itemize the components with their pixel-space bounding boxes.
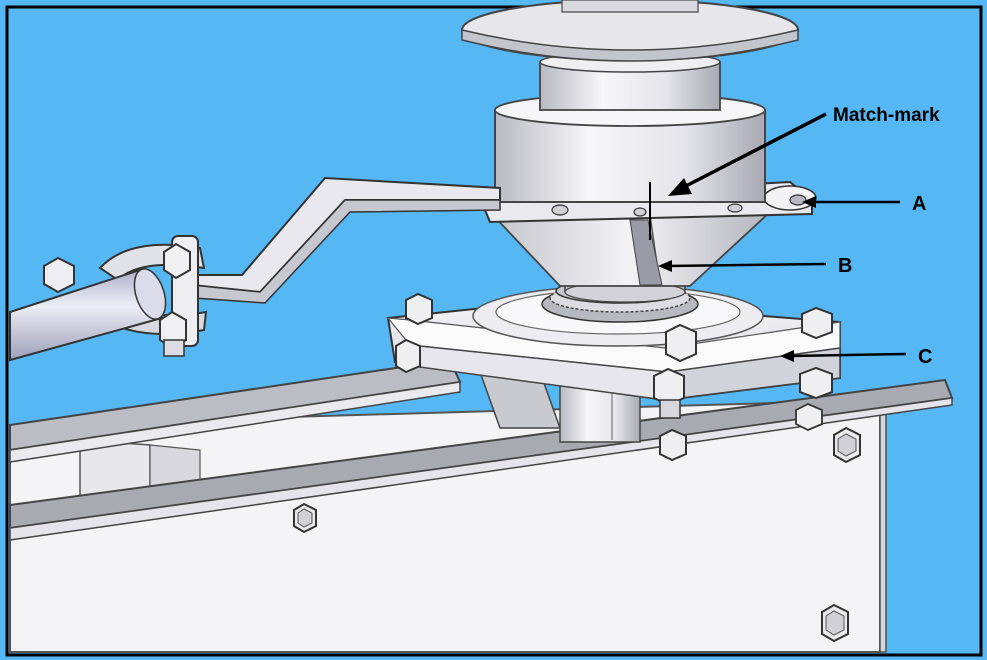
callout-match-mark: Match-mark xyxy=(833,105,940,126)
operating-arm xyxy=(188,176,501,304)
callout-b: B xyxy=(838,255,852,277)
hex-bolt-icon xyxy=(801,306,833,340)
image-frame xyxy=(5,5,983,657)
hex-bolt-icon xyxy=(795,403,823,431)
hex-bolt-icon xyxy=(653,367,685,419)
angle-rail-upper xyxy=(9,358,462,463)
hex-bolt-icon xyxy=(659,428,687,462)
hex-bolt-icon xyxy=(821,603,849,643)
arrow-icon xyxy=(780,350,907,362)
hex-bolt-icon xyxy=(665,323,697,363)
hex-bolt-icon xyxy=(799,366,833,400)
arrow-icon xyxy=(668,112,827,196)
callout-c: C xyxy=(918,346,932,368)
hex-bolt-icon xyxy=(833,426,861,464)
hex-bolt-icon xyxy=(405,292,433,326)
arrow-icon xyxy=(658,260,827,272)
hex-bolt-icon xyxy=(395,338,421,374)
callout-a: A xyxy=(912,193,926,215)
insulator xyxy=(461,0,799,203)
operating-pipe xyxy=(9,256,167,362)
hex-bolt-icon xyxy=(293,502,317,534)
arrow-icon xyxy=(802,196,900,208)
